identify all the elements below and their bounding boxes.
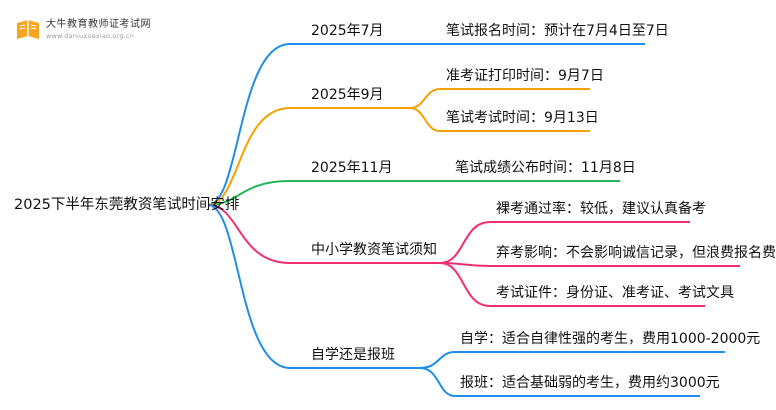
leaf-b4-2: 弃考影响：不会影响诚信记录，但浪费报名费	[496, 245, 776, 261]
leaf-b5-2: 报班：适合基础弱的考生，费用约3000元	[460, 375, 720, 391]
leaf-b4-1: 裸考通过率：较低，建议认真备考	[496, 201, 706, 217]
leaf-b3-1: 笔试成绩公布时间：11月8日	[455, 160, 636, 176]
connector-b4-leaf-3	[439, 262, 491, 307]
brand-url: www.daniuxuexiao.org.cn	[46, 32, 135, 41]
branch-label-b1: 2025年7月	[311, 23, 384, 39]
leaf-b2-1: 准考证打印时间：9月7日	[446, 68, 604, 84]
mind-map-connectors	[207, 43, 740, 397]
book-logo-icon	[14, 17, 42, 43]
connector-b5-leaf-1	[419, 351, 456, 369]
brand-name: 大牛教育教师证考试网	[46, 19, 151, 31]
leaf-b4-3: 考试证件：身份证、准考证、考试文具	[496, 285, 734, 301]
connector-b2-leaf-2	[409, 107, 441, 132]
connector-root-b3	[207, 180, 291, 206]
connector-root-b5	[207, 204, 291, 369]
connector-root-b4	[207, 204, 291, 264]
connector-root-b2	[207, 107, 291, 206]
connector-b4-leaf-1	[439, 221, 491, 264]
leaf-b1-1: 笔试报名时间：预计在7月4日至7日	[446, 23, 669, 39]
branch-label-b4: 中小学教资笔试须知	[311, 242, 437, 258]
leaf-b2-2: 笔试考试时间：9月13日	[446, 110, 599, 126]
leaf-b5-1: 自学：适合自律性强的考生，费用1000-2000元	[460, 331, 761, 347]
branch-label-b5: 自学还是报班	[311, 347, 395, 363]
brand-logo: 大牛教育教师证考试网 www.daniuxuexiao.org.cn	[14, 17, 151, 43]
connector-b5-leaf-2	[419, 367, 456, 397]
root-node: 2025下半年东莞教资笔试时间安排	[14, 197, 240, 213]
branch-label-b2: 2025年9月	[311, 87, 384, 103]
connector-b2-leaf-1	[409, 88, 441, 109]
connector-root-b1	[207, 43, 291, 206]
branch-label-b3: 2025年11月	[311, 160, 393, 176]
